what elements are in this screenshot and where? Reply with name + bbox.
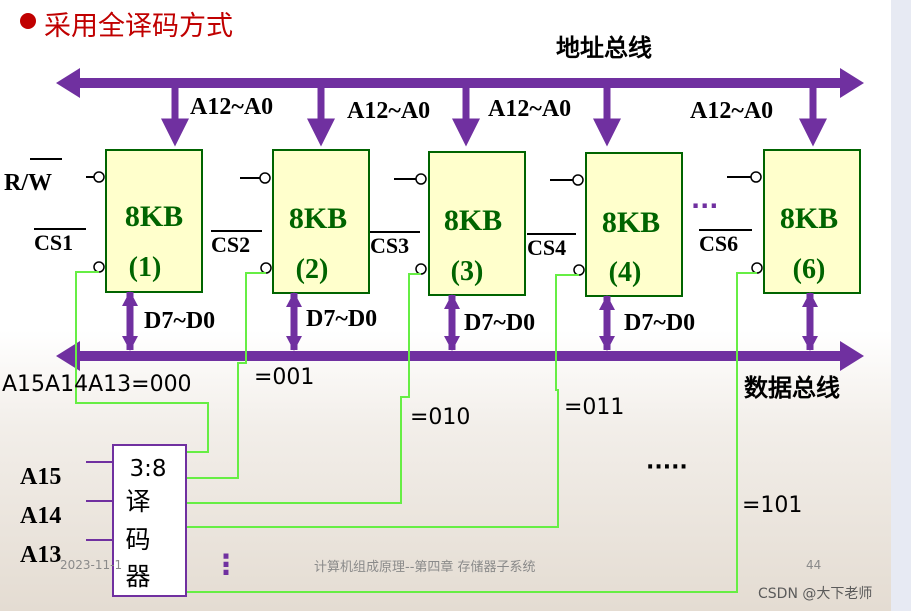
chip-3-cs-label: CS3: [370, 233, 409, 258]
chip-3-address-label: A12~A0: [488, 96, 571, 122]
select-wire-2: [187, 272, 266, 479]
select-code-3: =010: [410, 405, 470, 430]
memory-chip-2: A12~A0 8KB (2) CS2 D7~D0: [211, 88, 430, 351]
chip-2-cs-label: CS2: [211, 232, 250, 257]
decoder-char-1: 译: [125, 487, 150, 516]
memory-chip-1: A12~A0 8KB (1) CS1 D7~D0: [34, 88, 273, 351]
decoder-input-a14: A14: [20, 503, 61, 529]
footer-page-number: 44: [806, 558, 822, 572]
decoder-3-8: 3:8 译 码 器: [112, 444, 187, 597]
footer-course: 计算机组成原理--第四章 存储器子系统: [314, 560, 536, 575]
decoder-char-2: 码: [125, 525, 150, 554]
select-wire-4: [187, 274, 579, 528]
chip-3-capacity: 8KB: [444, 204, 502, 237]
decoder-ratio: 3:8: [129, 456, 166, 482]
decoder-input-a15: A15: [20, 464, 61, 490]
chip-6-cs-label: CS6: [699, 231, 738, 256]
select-wire-3: [187, 273, 421, 504]
data-bus-label: 数据总线: [744, 374, 840, 402]
rw-signal: R/W: [4, 158, 62, 196]
select-code-2: =001: [254, 365, 314, 390]
select-code-6: =101: [742, 493, 802, 518]
chip-2-capacity: 8KB: [289, 202, 347, 235]
address-bus: [56, 68, 864, 98]
chip-6-number: (6): [793, 254, 826, 285]
output-ellipsis: ·····: [646, 455, 688, 480]
chip-1-cs-label: CS1: [34, 230, 73, 255]
chip-3-data-label: D7~D0: [464, 310, 535, 336]
chip-ellipsis: ···: [691, 192, 718, 220]
chip-1-capacity: 8KB: [125, 200, 183, 233]
chip-2-address-label: A12~A0: [347, 98, 430, 124]
chip-select-wires: [75, 271, 757, 593]
chip-6-capacity: 8KB: [780, 202, 838, 235]
title-bullet-icon: [20, 13, 36, 29]
chip-1-number: (1): [129, 252, 162, 283]
chip-4-cs-label: CS4: [527, 235, 566, 260]
address-bus-label: 地址总线: [556, 34, 652, 62]
decoder-inputs: A15 A14 A13: [20, 461, 113, 568]
csdn-watermark: CSDN @大下老师: [758, 586, 873, 602]
memory-chip-3: A12~A0 8KB (3) CS3 D7~D0: [370, 88, 571, 351]
chip-6-address-label: A12~A0: [690, 98, 773, 124]
slide-title: 采用全译码方式: [44, 11, 233, 42]
select-code-1: A15A14A13=000: [2, 372, 192, 397]
select-code-4: =011: [564, 395, 624, 420]
chip-3-number: (3): [451, 256, 484, 287]
data-bus: [56, 341, 864, 371]
memory-chip-4: 8KB (4) CS4 D7~D0: [527, 88, 695, 351]
chip-1-data-label: D7~D0: [144, 308, 215, 334]
decoder-output-ellipsis: ⋮: [212, 548, 240, 581]
chip-4-number: (4): [609, 257, 642, 288]
select-wire-6: [187, 272, 757, 593]
footer-date: 2023-11-1: [60, 558, 123, 572]
rw-label: R/W: [4, 170, 52, 196]
decoder-input-a13: A13: [20, 542, 61, 568]
chip-2-data-label: D7~D0: [306, 306, 377, 332]
select-wire-1: [75, 271, 209, 453]
slide-right-border: [891, 0, 911, 611]
decoder-char-3: 器: [125, 562, 150, 591]
chip-1-address-label: A12~A0: [190, 94, 273, 120]
chip-4-capacity: 8KB: [602, 206, 660, 239]
memory-chip-6: A12~A0 8KB (6) CS6: [690, 88, 861, 351]
chip-2-number: (2): [296, 254, 329, 285]
chip-4-data-label: D7~D0: [624, 310, 695, 336]
